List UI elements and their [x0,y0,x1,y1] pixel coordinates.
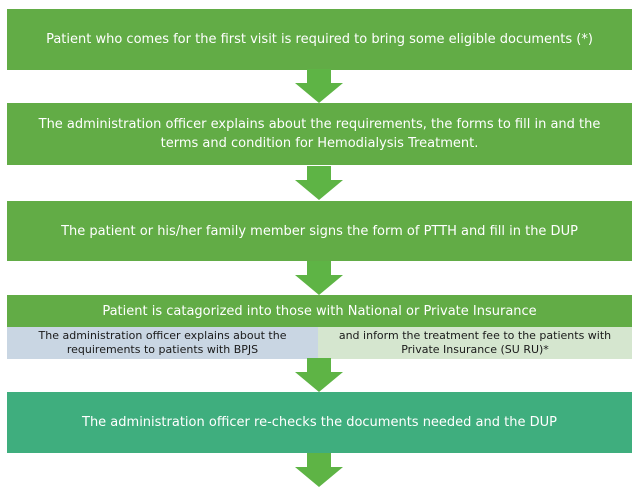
step-signs-form-box: The patient or his/her family member sig… [7,201,632,261]
step-admin-explains-text: The administration officer explains abou… [38,117,601,151]
bpjs-branch-text: The administration officer explains abou… [38,329,287,356]
down-arrow-icon [295,453,343,487]
private-insurance-branch-text: and inform the treatment fee to the pati… [338,329,612,356]
step-categorized-text: Patient is catagorized into those with N… [102,303,537,319]
step-categorized-header: Patient is catagorized into those with N… [7,295,632,327]
step-first-visit-box: Patient who comes for the first visit is… [7,9,632,70]
down-arrow-icon [295,69,343,103]
step-signs-form-text: The patient or his/her family member sig… [61,223,578,239]
down-arrow-icon [295,261,343,295]
down-arrow-icon [295,358,343,392]
step-categorized-box: Patient is catagorized into those with N… [7,295,632,359]
private-insurance-branch-cell: and inform the treatment fee to the pati… [318,327,632,359]
insurance-branches: The administration officer explains abou… [7,327,632,359]
step-admin-explains-box: The administration officer explains abou… [7,103,632,165]
step-rechecks-box: The administration officer re-checks the… [7,392,632,453]
step-rechecks-text: The administration officer re-checks the… [82,415,557,430]
step-first-visit-text: Patient who comes for the first visit is… [46,32,593,47]
down-arrow-icon [295,166,343,200]
bpjs-branch-cell: The administration officer explains abou… [7,327,318,359]
